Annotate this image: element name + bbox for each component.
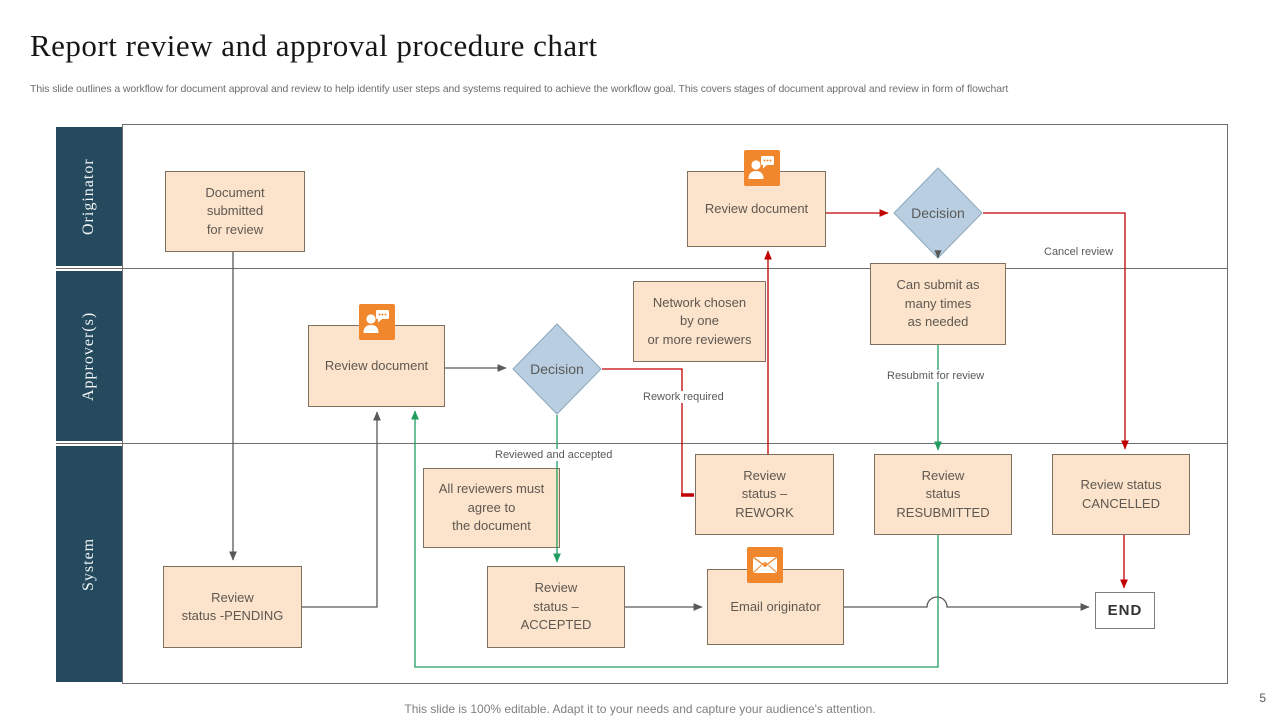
reviewer-icon xyxy=(359,304,395,340)
decision-diamond-originator[interactable]: Decision xyxy=(893,167,983,259)
lane-header-system[interactable]: System xyxy=(56,446,122,682)
edge-label-resubmit-for-review: Resubmit for review xyxy=(884,370,988,382)
edge-label-rework-required: Rework required xyxy=(640,391,727,403)
decision-label: Decision xyxy=(530,361,584,377)
edge-label-reviewed-and-accepted: Reviewed and accepted xyxy=(492,449,616,461)
node-status-pending[interactable]: Review status -PENDING xyxy=(163,566,302,648)
node-all-reviewers[interactable]: All reviewers must agree to the document xyxy=(423,468,560,548)
lane-label-originator: Originator xyxy=(80,158,97,235)
node-status-resubmitted[interactable]: Review status RESUBMITTED xyxy=(874,454,1012,535)
page-number: 5 xyxy=(1259,691,1266,705)
page-subtitle: This slide outlines a workflow for docum… xyxy=(30,83,1009,95)
lane-header-originator[interactable]: Originator xyxy=(56,127,122,266)
lane-header-approvers[interactable]: Approver(s) xyxy=(56,271,122,441)
node-document-submitted[interactable]: Document submitted for review xyxy=(165,171,305,252)
lane-label-system: System xyxy=(80,537,97,591)
email-icon xyxy=(747,547,783,583)
edge-label-cancel-review: Cancel review xyxy=(1041,246,1117,258)
page-title: Report review and approval procedure cha… xyxy=(30,28,598,63)
lane-label-approvers: Approver(s) xyxy=(80,311,97,401)
decision-label: Decision xyxy=(911,205,965,221)
node-status-cancelled[interactable]: Review status CANCELLED xyxy=(1052,454,1190,535)
node-can-submit[interactable]: Can submit as many times as needed xyxy=(870,263,1006,345)
footer-note: This slide is 100% editable. Adapt it to… xyxy=(404,702,876,716)
node-end[interactable]: END xyxy=(1095,592,1155,629)
node-status-rework[interactable]: Review status – REWORK xyxy=(695,454,834,535)
decision-diamond-approver[interactable]: Decision xyxy=(512,323,602,415)
reviewer-icon xyxy=(744,150,780,186)
node-network-chosen[interactable]: Network chosen by one or more reviewers xyxy=(633,281,766,362)
node-status-accepted[interactable]: Review status – ACCEPTED xyxy=(487,566,625,648)
